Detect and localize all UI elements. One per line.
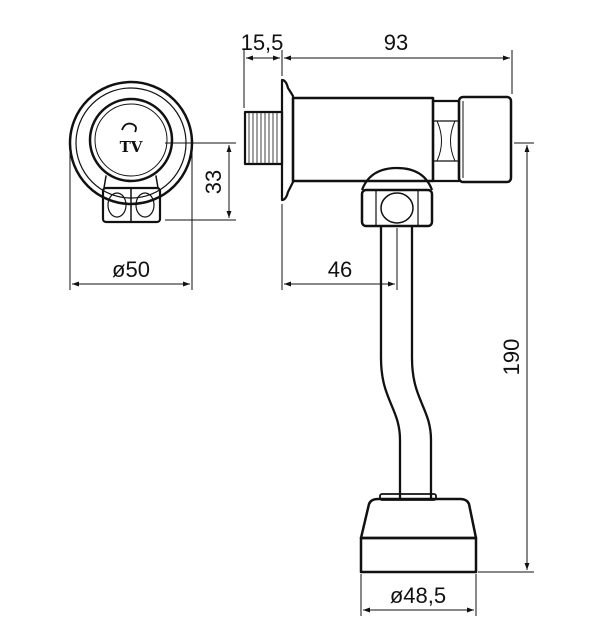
push-button-rim bbox=[94, 103, 168, 177]
brand-logo: TV bbox=[120, 122, 143, 156]
wall-flange bbox=[280, 78, 295, 202]
dim-height-33 bbox=[165, 142, 236, 221]
front-neck bbox=[103, 175, 159, 189]
logo-text: TV bbox=[120, 138, 143, 156]
front-nut-face-right bbox=[135, 192, 155, 218]
push-button bbox=[88, 97, 174, 183]
outlet-union-nut bbox=[360, 188, 434, 228]
flush-pipe bbox=[379, 226, 433, 498]
dim-length-15-5 bbox=[243, 50, 283, 108]
dim-label-length-15-5: 15,5 bbox=[241, 30, 284, 55]
dim-length-46 bbox=[281, 204, 398, 290]
hex-coupling bbox=[431, 99, 461, 183]
dim-length-93 bbox=[284, 50, 513, 94]
threaded-inlet bbox=[243, 110, 284, 166]
dim-label-height-190: 190 bbox=[499, 339, 524, 376]
outlet-dome bbox=[360, 166, 434, 191]
dim-label-length-93: 93 bbox=[384, 30, 408, 55]
dim-label-diameter-front: ø50 bbox=[112, 257, 150, 282]
base-cone bbox=[359, 497, 478, 540]
front-nut-face-left bbox=[107, 192, 127, 218]
dim-label-height-33: 33 bbox=[201, 170, 226, 194]
base-foot bbox=[359, 536, 478, 574]
dim-label-length-46: 46 bbox=[328, 257, 352, 282]
dim-label-diameter-base: ø48,5 bbox=[390, 583, 446, 608]
push-cap bbox=[457, 95, 513, 184]
dim-diameter-base bbox=[360, 574, 477, 616]
dim-height-190 bbox=[478, 142, 534, 573]
valve-body bbox=[291, 96, 435, 183]
side-view bbox=[243, 78, 513, 574]
